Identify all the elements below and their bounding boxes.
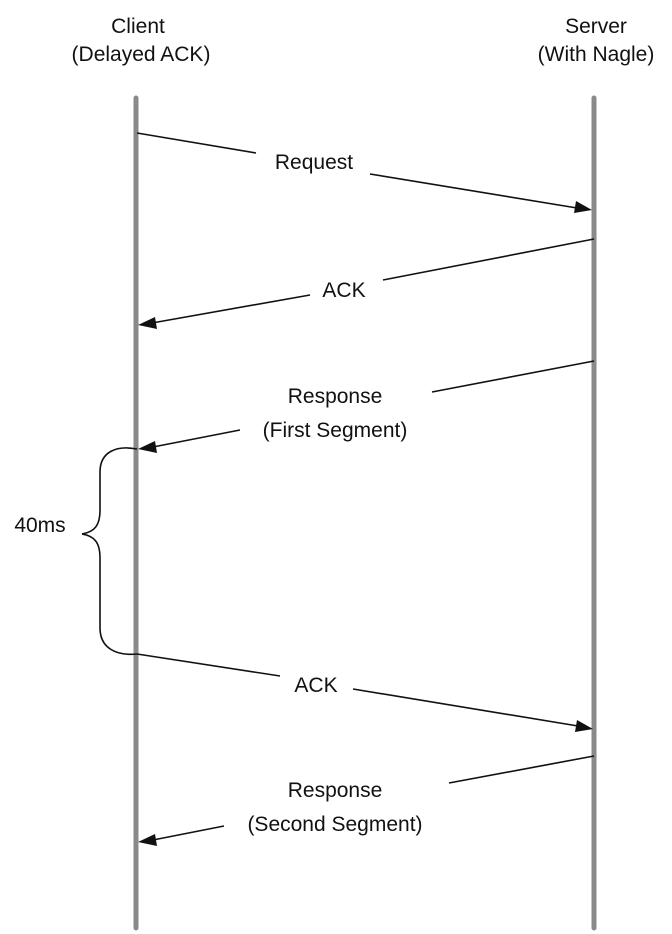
response-second-label-line1: Response [288,779,383,802]
response-first-label-line2: (First Segment) [263,419,408,442]
message-response-second: Response (Second Segment) [138,755,595,846]
response-first-arrowhead [138,441,157,453]
server-header: Server (With Nagle) [538,15,655,66]
server-name: Server [565,15,627,38]
request-label: Request [275,151,353,174]
client-header: Client (Delayed ACK) [72,15,211,66]
ack-1-label: ACK [322,279,365,302]
ack-1-arrowhead [138,317,157,329]
message-ack-1: ACK [138,238,595,329]
response-first-arrow-line-start [431,360,595,393]
response-second-arrow-line-end [152,825,225,841]
ack-2-arrow-line-end [352,688,579,727]
response-first-arrow-line-end [152,429,241,448]
request-arrow-line-start [136,132,257,154]
response-second-arrow-line-start [448,755,595,784]
response-second-label-line2: (Second Segment) [247,813,422,836]
message-request: Request [136,132,592,213]
message-response-first: Response (First Segment) [138,360,595,453]
request-arrow-line-end [369,173,578,209]
delay-brace: 40ms [14,447,138,656]
ack-1-arrow-line-start [382,238,595,281]
response-first-label-line1: Response [288,385,383,408]
response-second-arrowhead [138,834,157,846]
ack-2-label: ACK [294,674,337,697]
server-note: (With Nagle) [538,43,655,66]
delay-label: 40ms [14,514,65,537]
ack-2-arrow-line-start [136,653,281,677]
client-name: Client [111,15,165,38]
ack-1-arrow-line-end [151,294,311,324]
message-ack-2: ACK [136,653,593,732]
ack-2-arrowhead [575,720,593,732]
client-note: (Delayed ACK) [72,43,211,66]
request-arrowhead [574,201,592,213]
delay-brace-shape [81,447,138,656]
